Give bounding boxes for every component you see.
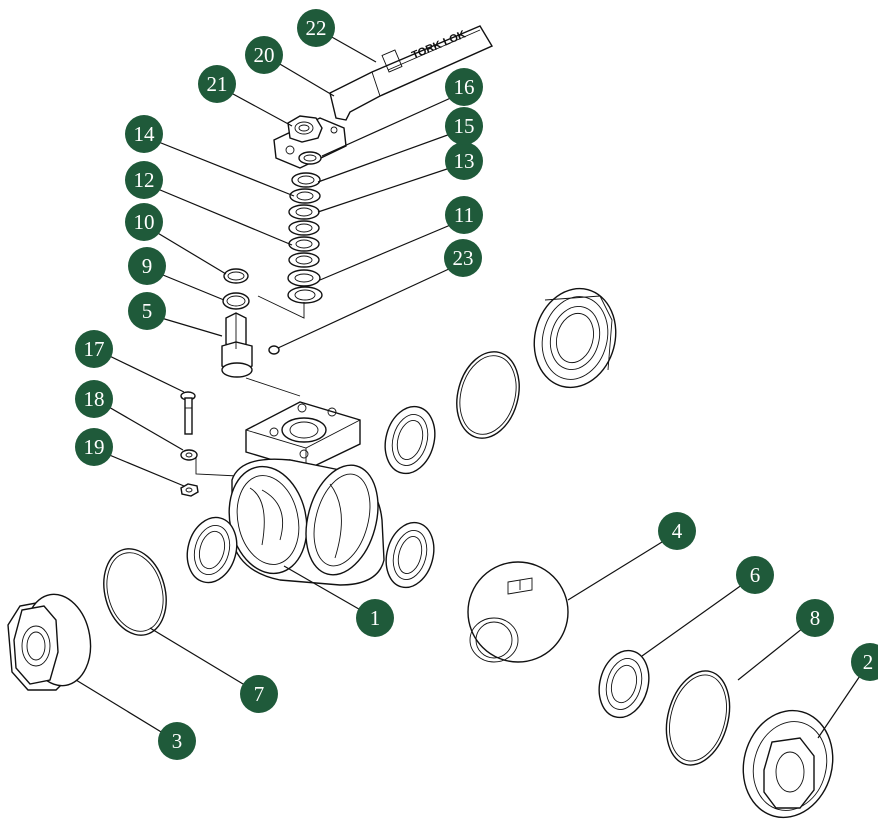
callout-17-label: 17 — [84, 337, 105, 361]
o-ring-7 — [103, 548, 167, 636]
callout-3: 3 — [158, 722, 196, 760]
o-ring-upper — [456, 351, 520, 439]
callout-16: 16 — [445, 68, 483, 106]
mounting-bolt — [180, 391, 196, 435]
callout-8-label: 8 — [810, 606, 821, 630]
callout-10-label: 10 — [134, 210, 155, 234]
callout-15: 15 — [445, 107, 483, 145]
callout-14: 14 — [125, 115, 163, 153]
callout-6-label: 6 — [750, 563, 761, 587]
callout-19: 19 — [75, 428, 113, 466]
end-connector-2 — [742, 709, 834, 819]
seat-left — [186, 516, 238, 584]
seat-bottom-right — [385, 521, 435, 589]
callout-19-label: 19 — [84, 435, 105, 459]
leader-lines — [75, 35, 869, 742]
callout-12: 12 — [125, 161, 163, 199]
callout-5: 5 — [128, 292, 166, 330]
callout-1: 1 — [356, 599, 394, 637]
callout-23-label: 23 — [453, 246, 474, 270]
callout-8: 8 — [796, 599, 834, 637]
callout-13: 13 — [445, 142, 483, 180]
callout-9: 9 — [128, 247, 166, 285]
stem-o-rings — [222, 268, 250, 310]
callout-13-label: 13 — [454, 149, 475, 173]
seat-6 — [598, 649, 650, 719]
valve-stem — [221, 312, 253, 378]
callout-6: 6 — [736, 556, 774, 594]
callout-16-label: 16 — [454, 75, 475, 99]
seat-top-right — [384, 405, 436, 475]
handle-nut — [287, 115, 323, 143]
callout-17: 17 — [75, 330, 113, 368]
callout-22-label: 22 — [306, 16, 327, 40]
callout-22: 22 — [297, 9, 335, 47]
callout-11-label: 11 — [454, 203, 474, 227]
washer-stack — [287, 172, 323, 304]
callout-4-label: 4 — [672, 519, 683, 543]
o-ring-8 — [665, 670, 731, 766]
valve-body — [228, 401, 385, 586]
callout-23: 23 — [444, 239, 482, 277]
end-connector-3 — [7, 593, 92, 691]
callout-7-label: 7 — [254, 682, 265, 706]
callout-20: 20 — [245, 36, 283, 74]
callout-12-label: 12 — [134, 168, 155, 192]
callout-20-label: 20 — [254, 43, 275, 67]
stop-plate — [298, 151, 322, 165]
callout-2: 2 — [851, 643, 878, 681]
callout-3-label: 3 — [172, 729, 183, 753]
callout-9-label: 9 — [142, 254, 153, 278]
callout-21: 21 — [198, 65, 236, 103]
bolt-nut — [180, 483, 199, 497]
callout-1-label: 1 — [370, 606, 381, 630]
bolt-washer — [180, 449, 198, 461]
callout-18-label: 18 — [84, 387, 105, 411]
end-connector-upper — [533, 287, 617, 389]
callout-15-label: 15 — [454, 114, 475, 138]
callout-21-label: 21 — [207, 72, 228, 96]
callout-7: 7 — [240, 675, 278, 713]
set-screw — [268, 345, 280, 355]
callout-2-label: 2 — [863, 650, 874, 674]
callout-11: 11 — [445, 196, 483, 234]
callout-18: 18 — [75, 380, 113, 418]
callout-14-label: 14 — [134, 122, 156, 146]
callout-10: 10 — [125, 203, 163, 241]
callout-4: 4 — [658, 512, 696, 550]
callout-5-label: 5 — [142, 299, 153, 323]
ball — [467, 561, 569, 663]
